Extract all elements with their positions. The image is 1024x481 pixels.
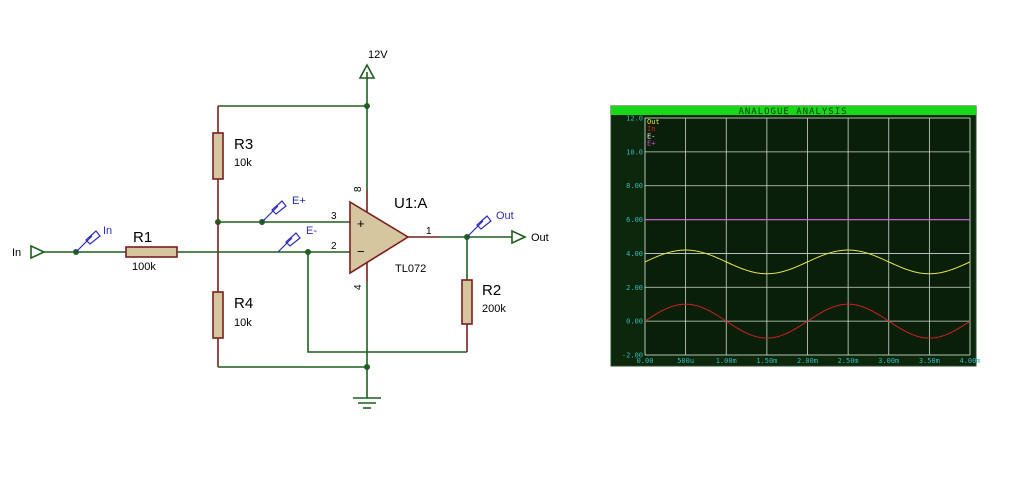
series-line-in	[644, 303, 971, 339]
y-tick-label: 6.00	[626, 216, 643, 224]
x-tick-label: 0.00	[637, 357, 654, 365]
probe-eplus-label: E+	[292, 195, 306, 207]
x-tick-label: 2.50m	[838, 357, 859, 365]
feedback-wire	[307, 252, 467, 353]
scope-title-bar	[611, 106, 976, 115]
r4-ref: R4	[234, 295, 253, 312]
y-tick-label: 8.00	[626, 182, 643, 190]
r4-value: 10k	[234, 317, 252, 329]
y-tick-label: 10.0	[626, 148, 643, 156]
x-tick-label: 2.00m	[797, 357, 818, 365]
y-tick-label: -2.00	[622, 352, 643, 360]
input-terminal: In	[12, 244, 126, 260]
ground-icon	[353, 397, 381, 409]
legend-entry: Out	[647, 118, 660, 126]
y-tick-label: 12.0	[626, 115, 643, 123]
probe-out-label: Out	[496, 210, 514, 222]
opamp-ref: U1:A	[394, 195, 427, 212]
resistor-r3: R3 10k	[212, 106, 253, 222]
pin-4: 4	[353, 284, 364, 290]
junction-top	[364, 103, 370, 109]
scope-title: ANALOGUE ANALYSIS	[738, 107, 847, 117]
x-tick-label: 4.00m	[959, 357, 980, 365]
x-tick-label: 1.50m	[756, 357, 777, 365]
probe-in-label: In	[103, 225, 112, 237]
analogue-analysis-graph: ANALOGUE ANALYSIS -2.000.002.004.006.008…	[610, 105, 981, 367]
pin-1: 1	[426, 226, 432, 237]
probe-in: In	[75, 225, 112, 253]
input-terminal-label: In	[12, 247, 21, 259]
output-terminal: Out	[511, 229, 549, 245]
grid	[644, 117, 971, 356]
opamp-u1a: + − U1:A TL072 3 2 1 8 4	[331, 186, 440, 290]
series-line-out	[644, 249, 971, 275]
x-tick-label: 3.50m	[919, 357, 940, 365]
y-axis-ticks: -2.00 0.00 2.00 4.00 6.00 8.00 10.0 12.0	[622, 115, 643, 360]
resistor-r1: R1 100k	[125, 229, 350, 273]
opamp-part: TL072	[395, 263, 426, 275]
legend-entry: E-	[647, 132, 655, 140]
y-tick-label: 0.00	[626, 318, 643, 326]
probe-eminus-label: E-	[306, 225, 317, 237]
pin-3: 3	[331, 211, 337, 222]
x-tick-label: 500u	[677, 357, 694, 365]
opamp-plus-sign: +	[357, 216, 365, 231]
probe-eminus: E-	[277, 225, 317, 253]
y-tick-label: 4.00	[626, 250, 643, 258]
probe-eplus: E+	[261, 195, 306, 223]
r2-value: 200k	[482, 303, 506, 315]
pin-8: 8	[353, 186, 364, 192]
opamp-minus-sign: −	[357, 244, 365, 259]
junction-bottom	[364, 364, 370, 370]
series	[644, 219, 971, 339]
x-tick-label: 1.00m	[716, 357, 737, 365]
r2-ref: R2	[482, 282, 501, 299]
schematic: 12V R3 10k R4 10k In	[12, 49, 549, 409]
legend-entry: In	[647, 125, 655, 133]
r1-ref: R1	[133, 229, 152, 246]
r3-ref: R3	[234, 136, 253, 153]
supply-symbol: 12V	[358, 49, 388, 106]
y-tick-label: 2.00	[626, 284, 643, 292]
output-terminal-label: Out	[531, 232, 549, 244]
legend-entry: E+	[647, 140, 655, 148]
x-tick-label: 3.00m	[878, 357, 899, 365]
resistor-r2: R2 200k	[461, 237, 506, 352]
pin-2: 2	[331, 241, 337, 252]
supply-label: 12V	[368, 49, 388, 61]
x-axis-ticks: 0.00 500u 1.00m 1.50m 2.00m 2.50m 3.00m 3.50m 4.…	[637, 357, 981, 365]
resistor-r4: R4 10k	[212, 222, 253, 367]
probe-out: Out	[466, 210, 514, 238]
r3-value: 10k	[234, 157, 252, 169]
r1-value: 100k	[132, 261, 156, 273]
